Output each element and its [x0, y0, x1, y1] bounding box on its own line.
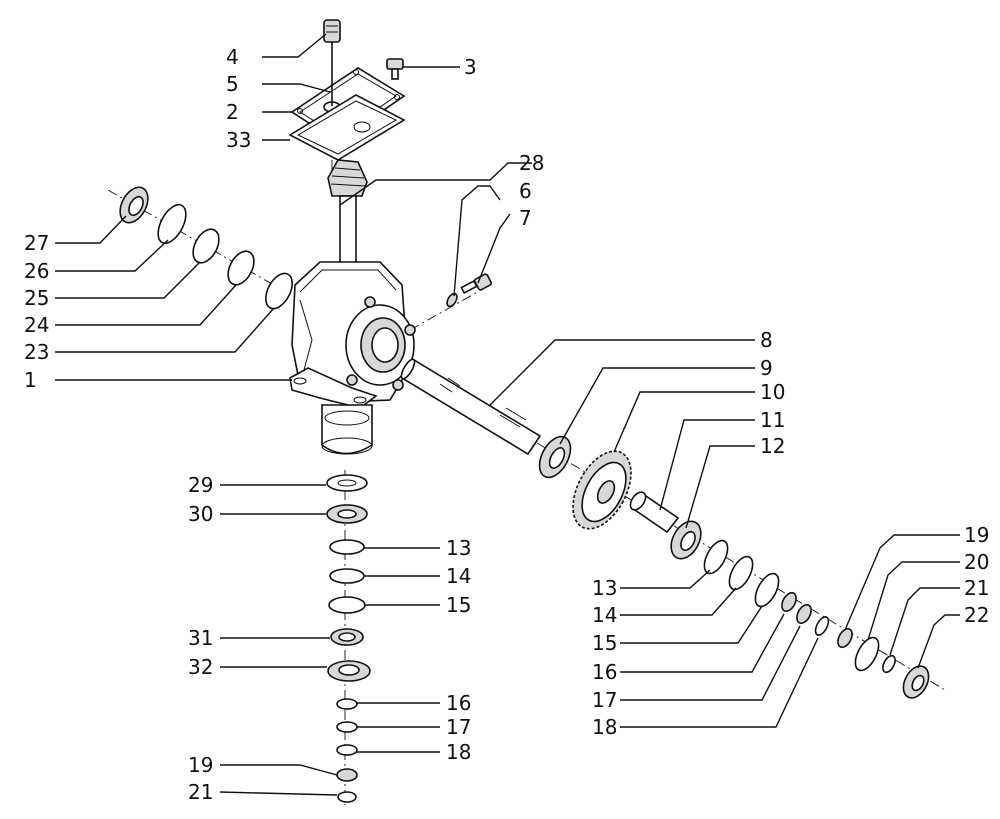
label-15-right: 15: [592, 631, 617, 655]
shim-15-right: [754, 572, 780, 608]
label-13-right: 13: [592, 576, 617, 600]
seal-27: [119, 186, 149, 224]
side-axis: [409, 284, 491, 331]
label-19-right: 19: [964, 523, 989, 547]
ring-16-right: [781, 591, 797, 613]
shim-13-right: [703, 539, 729, 575]
bevel-gear-10: [572, 450, 632, 530]
label-3: 3: [464, 55, 477, 79]
part-labels: 4 5 2 33 3 28 6 7 27 26 25 24 23 1 8 9 1…: [24, 45, 989, 804]
label-17-bottom: 17: [446, 715, 471, 739]
label-14-right: 14: [592, 603, 617, 627]
bolt-7: [460, 273, 493, 295]
seal-22: [902, 665, 930, 699]
label-17-right: 17: [592, 688, 617, 712]
ring-17-right: [796, 603, 812, 625]
shim-24: [227, 250, 255, 286]
gasket: [288, 94, 406, 161]
spacer-11: [629, 491, 680, 534]
label-15-bottom: 15: [446, 593, 471, 617]
shim-15-bottom: [328, 596, 366, 614]
shim-29: [326, 474, 368, 492]
label-27: 27: [24, 231, 49, 255]
ring-17-bottom: [336, 721, 358, 733]
label-23: 23: [24, 340, 49, 364]
label-25: 25: [24, 286, 49, 310]
dipstick: [323, 19, 341, 106]
shim-13-bottom: [329, 539, 365, 555]
label-32: 32: [188, 655, 213, 679]
label-18-right: 18: [592, 715, 617, 739]
left-axis: [107, 189, 301, 301]
label-16-right: 16: [592, 660, 617, 684]
shim-14-bottom: [329, 568, 365, 584]
ring-19-bottom: [336, 768, 358, 782]
label-28: 28: [519, 151, 544, 175]
label-9: 9: [760, 356, 773, 380]
label-26: 26: [24, 259, 49, 283]
label-13-bottom: 13: [446, 536, 471, 560]
label-12: 12: [760, 434, 785, 458]
shim-14-right: [728, 555, 754, 591]
label-7: 7: [519, 206, 532, 230]
label-18-bottom: 18: [446, 740, 471, 764]
ring-18-right: [814, 616, 830, 636]
output-shaft: [400, 358, 542, 456]
ring-21-right: [882, 654, 896, 674]
label-21-bottom: 21: [188, 780, 213, 804]
label-2: 2: [226, 100, 239, 124]
label-22: 22: [964, 603, 989, 627]
label-29: 29: [188, 473, 213, 497]
label-4: 4: [226, 45, 239, 69]
seal-31: [330, 628, 364, 646]
label-20: 20: [964, 550, 989, 574]
bearing-12: [670, 520, 702, 560]
shim-23: [265, 272, 293, 310]
shim-25: [192, 228, 220, 264]
label-5: 5: [226, 72, 239, 96]
bearing-9: [538, 435, 572, 479]
label-24: 24: [24, 313, 49, 337]
label-8: 8: [760, 328, 773, 352]
label-33: 33: [226, 128, 251, 152]
label-6: 6: [519, 179, 532, 203]
label-21-right: 21: [964, 576, 989, 600]
label-1: 1: [24, 368, 37, 392]
washer-6: [446, 292, 458, 308]
label-19-bottom: 19: [188, 753, 213, 777]
gearbox-housing: [289, 261, 416, 455]
circlip-26: [157, 203, 187, 245]
label-11: 11: [760, 408, 785, 432]
ring-19-right: [837, 627, 853, 649]
bearing-32: [327, 660, 371, 682]
ring-18-bottom: [336, 744, 358, 756]
cover-screw: [386, 58, 404, 80]
circlip-20: [854, 636, 880, 672]
label-14-bottom: 14: [446, 564, 471, 588]
label-31: 31: [188, 626, 213, 650]
seal-30: [326, 504, 368, 524]
label-10: 10: [760, 380, 785, 404]
label-16-bottom: 16: [446, 691, 471, 715]
ring-16-bottom: [336, 698, 358, 710]
label-30: 30: [188, 502, 213, 526]
leader-lines: [55, 33, 960, 796]
ring-21-bottom: [337, 791, 357, 803]
